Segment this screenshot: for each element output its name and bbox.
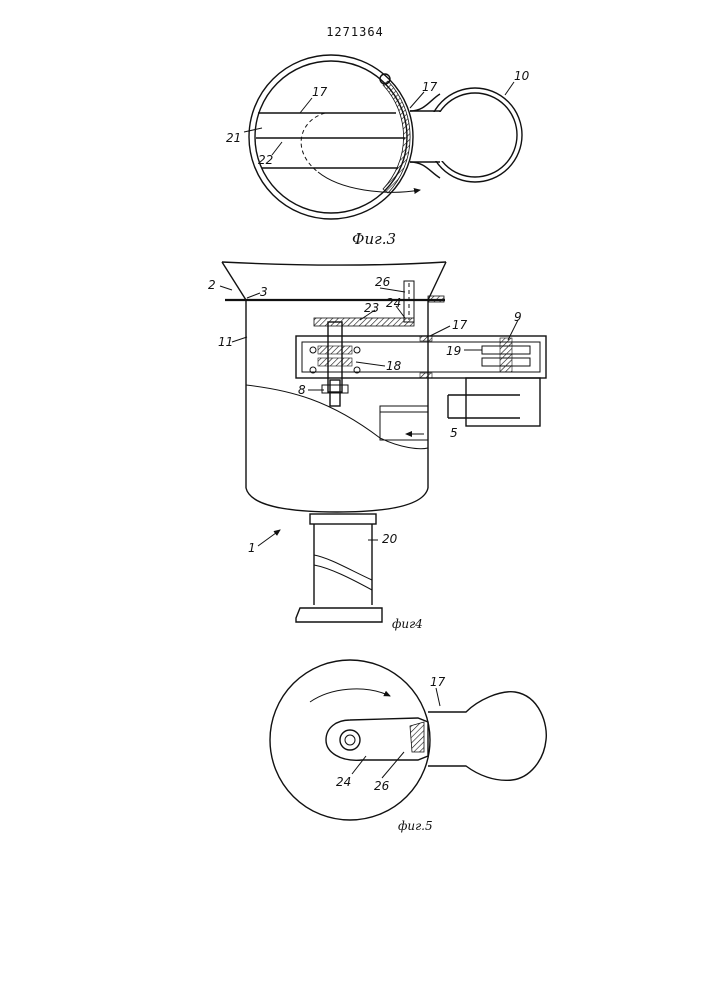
fig3-hatched-wall [383,81,410,193]
fig4-vessel-bottom [246,488,428,512]
fig5-rotation-arrow [310,689,390,702]
fig4-break-line [246,385,428,449]
fig5-hub-inner [345,735,355,745]
fig4-label-20: 20 [382,532,398,546]
fig4-funnel-left [222,262,246,300]
fig4-label-24: 24 [386,296,401,310]
fig3-label-17a: 17 [312,85,328,99]
fig5-blade [410,722,424,752]
fig4-label-2: 2 [208,278,216,292]
figure-3: 17 17 10 21 22 Фиг.3 [226,55,530,248]
fig4-outlet-flange [310,514,376,524]
fig4-outlet-foot [296,608,382,622]
fig4-arrow-1 [258,530,280,546]
patent-number: 1271364 [326,25,384,39]
fig4-funnel-top-edge [222,262,446,265]
fig3-label-22: 22 [258,153,273,167]
fig4-label-5: 5 [450,426,458,440]
fig5-label-26: 26 [374,779,390,793]
fig4-label-17: 17 [452,318,468,332]
fig4-label-23: 23 [364,301,379,315]
fig5-hub-outer [340,730,360,750]
fig4-label-26: 26 [375,275,391,289]
fig4-caption: фиг4 [392,617,423,631]
fig4-label-8: 8 [298,383,306,397]
fig3-rotation-arrow [318,172,420,192]
fig3-label-21: 21 [226,131,241,145]
fig4-label-3: 3 [260,285,268,299]
fig3-small-ring-inner [433,93,517,177]
fig4-label-9: 9 [514,310,522,324]
figure-4: 2 3 11 26 24 23 17 9 19 18 8 5 1 20 фиг4 [208,262,546,631]
fig3-label-17b: 17 [422,80,438,94]
fig4-label-1: 1 [248,541,256,555]
fig4-label-18: 18 [386,359,402,373]
fig4-drive [380,406,428,440]
fig4-label-19: 19 [446,344,461,358]
fig5-label-24: 24 [336,775,351,789]
fig3-caption: Фиг.3 [352,230,396,248]
fig5-drum [270,660,430,820]
fig4-funnel-right [428,262,446,300]
fig5-caption: фиг.5 [398,819,433,833]
fig3-dashed-curve [301,113,325,172]
fig3-drum-outer [249,55,413,219]
fig4-label-11: 11 [218,335,233,349]
fig5-label-17: 17 [430,675,446,689]
fig4-blade [404,281,414,322]
figure-5: 17 24 26 фиг.5 [270,660,546,833]
fig4-motor-box [466,378,540,426]
fig3-label-10: 10 [514,69,530,83]
fig5-side-chamber [428,692,546,781]
